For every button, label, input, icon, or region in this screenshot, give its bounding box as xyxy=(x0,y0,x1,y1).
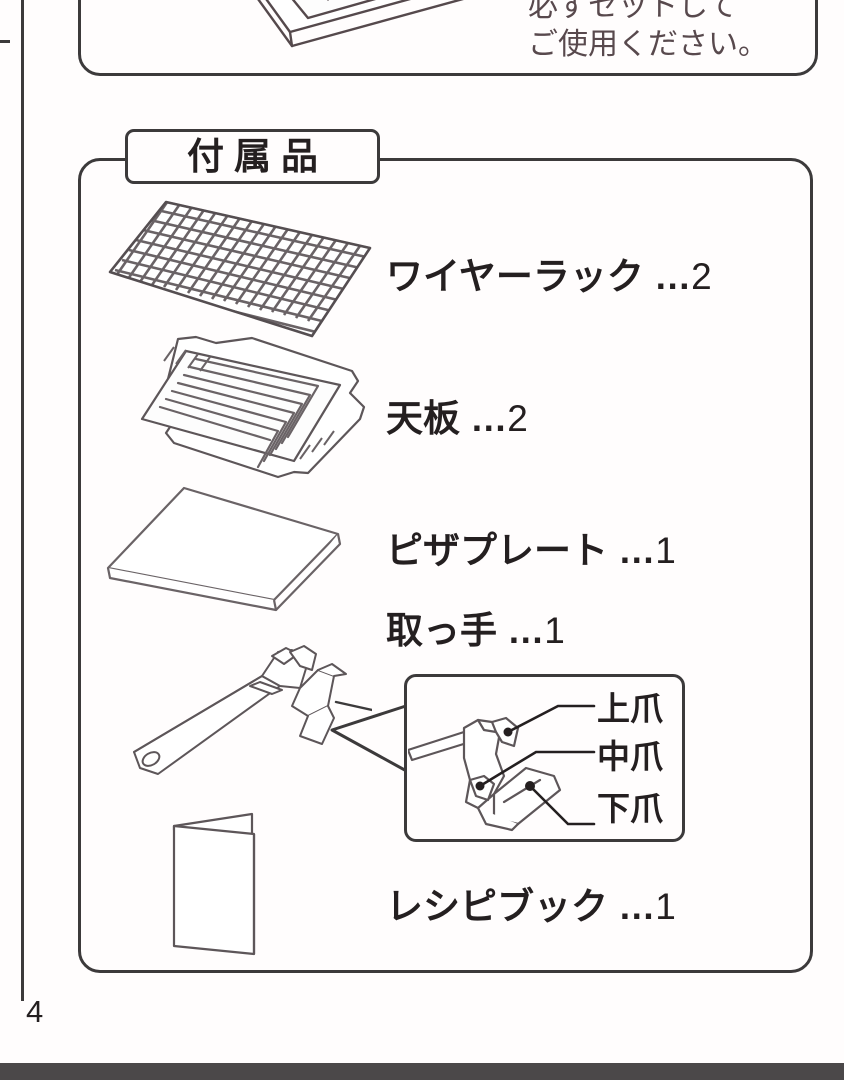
top-panel-caption: 必ずセットして ご使用ください。 xyxy=(528,0,768,62)
callout-label-lower-claw: 下爪 xyxy=(597,790,663,827)
page-border-nub xyxy=(0,40,10,43)
accessory-qty-pizza-plate: 1 xyxy=(655,530,676,571)
accessory-label-baking-tray: 天板 …2 xyxy=(386,400,528,437)
accessory-dots-wire-rack: … xyxy=(654,256,692,297)
accessory-dots-baking-tray: … xyxy=(470,398,508,439)
page-title: 付属品 xyxy=(187,136,328,177)
scan-bottom-bar xyxy=(0,1063,844,1080)
pizza-plate-illustration xyxy=(106,486,342,612)
accessory-name-recipe-book: レシピブック xyxy=(386,886,608,927)
accessory-qty-recipe-book: 1 xyxy=(655,886,676,927)
page-number: 4 xyxy=(26,994,44,1029)
accessory-qty-baking-tray: 2 xyxy=(507,398,528,439)
handle-tool-illustration xyxy=(133,645,372,775)
accessory-label-handle: 取っ手 …1 xyxy=(386,612,565,649)
section-title-badge: 付属品 xyxy=(125,129,380,184)
accessory-qty-wire-rack: 2 xyxy=(691,256,712,297)
accessory-name-baking-tray: 天板 xyxy=(386,398,460,439)
accessory-label-pizza-plate: ピザプレート …1 xyxy=(386,532,676,569)
accessory-qty-handle: 1 xyxy=(544,610,565,651)
accessories-panel xyxy=(78,158,813,973)
wire-rack-illustration xyxy=(108,200,372,338)
accessory-dots-recipe-book: … xyxy=(618,886,656,927)
oven-tray-partial-illustration xyxy=(257,0,464,48)
callout-label-upper-claw: 上爪 xyxy=(597,690,663,727)
callout-label-middle-claw: 中爪 xyxy=(597,738,663,775)
accessory-name-pizza-plate: ピザプレート xyxy=(386,530,608,571)
accessory-label-wire-rack: ワイヤーラック …2 xyxy=(386,258,712,295)
handle-claw-callout: 上爪 中爪 下爪 xyxy=(330,674,685,842)
recipe-book-illustration xyxy=(172,812,256,956)
accessory-name-handle: 取っ手 xyxy=(386,610,497,651)
baking-tray-illustration xyxy=(140,335,366,479)
accessory-name-wire-rack: ワイヤーラック xyxy=(386,256,644,297)
accessory-dots-handle: … xyxy=(507,610,545,651)
handle-claw-detail-illustration xyxy=(408,704,596,832)
accessory-dots-pizza-plate: … xyxy=(618,530,656,571)
accessory-label-recipe-book: レシピブック …1 xyxy=(386,888,676,925)
callout-pointer xyxy=(330,700,416,780)
callout-frame xyxy=(404,674,685,842)
top-panel xyxy=(78,0,818,76)
page-left-rule xyxy=(21,0,24,1001)
